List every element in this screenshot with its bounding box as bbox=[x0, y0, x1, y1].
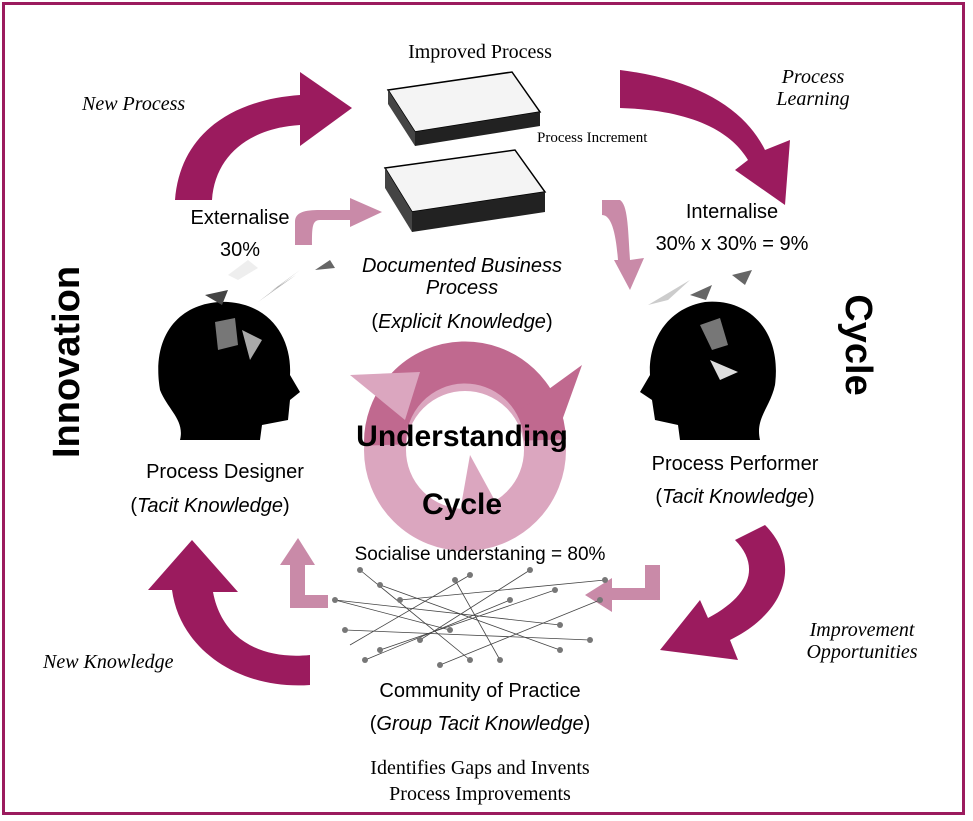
explicit-knowledge-label: (Explicit Knowledge) bbox=[371, 311, 552, 333]
gaps-label-line1: Identifies Gaps and Invents bbox=[370, 757, 590, 779]
process-designer-label: Process Designer bbox=[146, 461, 304, 483]
documented-process-label-line2: Process bbox=[426, 277, 498, 299]
new-process-label: New Process bbox=[81, 93, 185, 115]
understanding-cycle-ring bbox=[350, 341, 582, 551]
community-label: Community of Practice bbox=[379, 680, 580, 702]
head-silhouette-icon bbox=[640, 301, 776, 440]
externalise-label: Externalise bbox=[191, 207, 290, 229]
externalise-percent: 30% bbox=[220, 239, 260, 261]
improved-process-label: Improved Process bbox=[408, 41, 552, 63]
socialise-label: Socialise understaning = 80% bbox=[355, 544, 606, 565]
knowledge-fragments-right bbox=[648, 270, 752, 305]
people-network-icon bbox=[332, 567, 608, 668]
process-increment-label: Process Increment bbox=[537, 130, 648, 146]
new-knowledge-label: New Knowledge bbox=[42, 651, 174, 673]
externalise-arrow bbox=[295, 198, 382, 245]
cycle-right-label: Cycle bbox=[837, 294, 879, 395]
understanding-cycle-label: Cycle bbox=[422, 488, 502, 521]
socialise-right-arrow bbox=[585, 565, 660, 612]
new-process-arrow bbox=[175, 72, 352, 200]
documented-process-label-line1: Documented Business bbox=[362, 255, 562, 277]
internalise-label: Internalise bbox=[686, 201, 778, 223]
designer-knowledge-label: (Tacit Knowledge) bbox=[130, 495, 289, 517]
performer-knowledge-label: (Tacit Knowledge) bbox=[655, 486, 814, 508]
group-knowledge-label: (Group Tacit Knowledge) bbox=[370, 713, 591, 735]
innovation-label: Innovation bbox=[46, 266, 88, 458]
knowledge-fragments-left bbox=[205, 260, 335, 305]
process-learning-arrow bbox=[620, 70, 790, 205]
internalise-calculation: 30% x 30% = 9% bbox=[656, 233, 809, 255]
internalise-arrow bbox=[602, 200, 644, 290]
improvement-label-line1: Improvement bbox=[809, 619, 915, 641]
socialise-left-arrow bbox=[280, 538, 328, 608]
document-stack-icon bbox=[383, 71, 547, 232]
improvement-label-line2: Opportunities bbox=[806, 641, 917, 663]
improvement-opportunities-arrow bbox=[660, 525, 786, 660]
understanding-label: Understanding bbox=[356, 420, 568, 453]
gaps-label-line2: Process Improvements bbox=[389, 783, 571, 805]
head-silhouette-icon bbox=[158, 301, 300, 440]
process-learning-label-line1: Process bbox=[781, 66, 845, 88]
process-learning-label-line2: Learning bbox=[775, 88, 849, 110]
new-knowledge-arrow bbox=[148, 540, 310, 686]
process-performer-label: Process Performer bbox=[652, 453, 819, 475]
